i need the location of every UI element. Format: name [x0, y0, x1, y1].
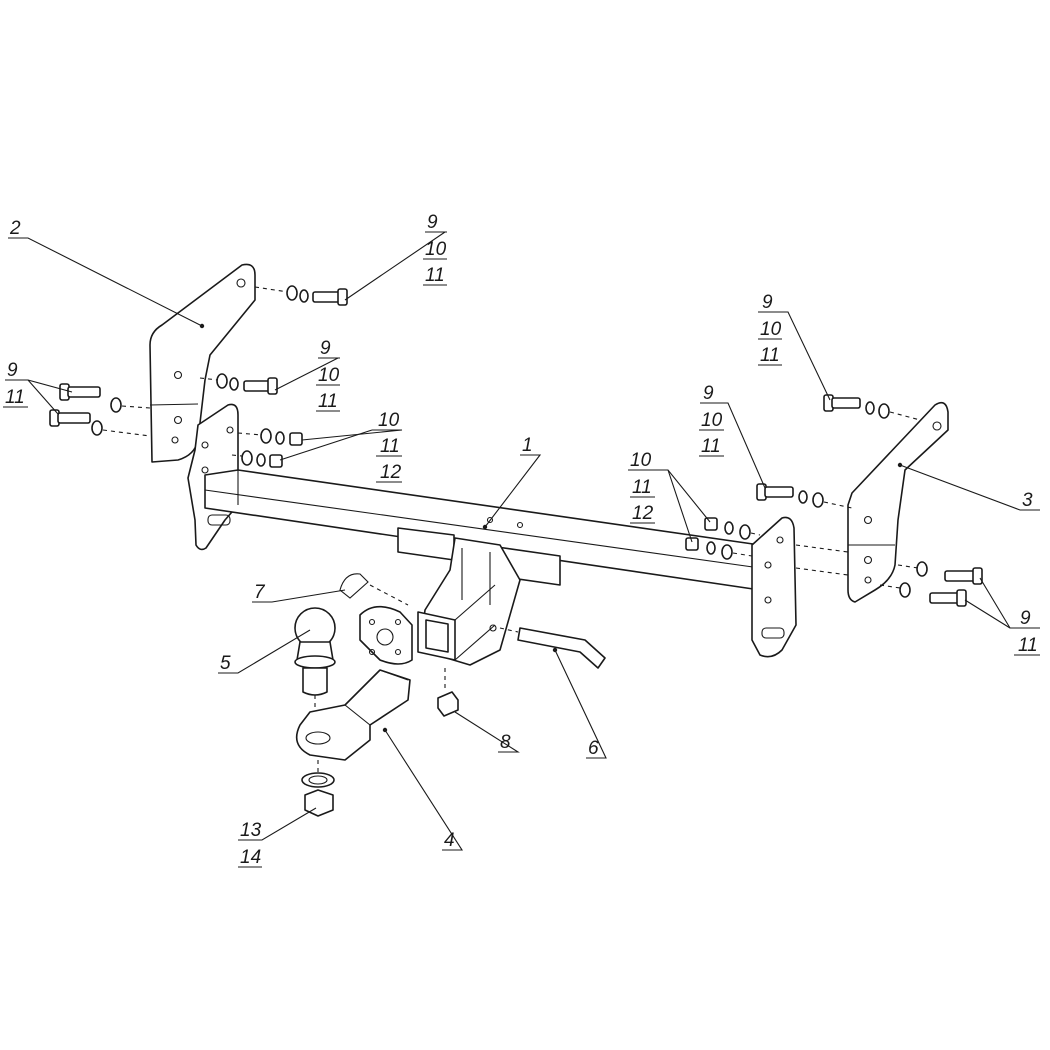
socket-plate	[359, 605, 413, 665]
callout-10: 10	[760, 319, 782, 340]
tow-ball-part-5	[294, 607, 336, 725]
callout-11: 11	[380, 436, 400, 457]
callout-9: 9	[7, 360, 18, 381]
right-end-plate	[751, 516, 797, 658]
callout-11: 11	[5, 387, 25, 408]
spring-clip-part-7	[339, 573, 409, 606]
bolt-set-top-right	[823, 394, 921, 421]
callout-11: 11	[701, 436, 721, 457]
callout-10: 10	[425, 239, 447, 260]
receiver-hitch	[417, 537, 521, 666]
callout-9: 9	[320, 338, 331, 359]
nut-set-left	[231, 428, 303, 468]
callout-4: 4	[444, 830, 455, 851]
callout-14: 14	[240, 847, 261, 868]
hitch-pin-part-6	[499, 627, 606, 669]
callout-9: 9	[762, 292, 773, 313]
right-bracket-part-3	[847, 401, 949, 603]
bolt-set-mid-left	[199, 373, 278, 395]
callout-stack-lower-right: 9 11	[1010, 608, 1040, 656]
callout-8: 8	[500, 732, 511, 753]
callout-2: 2	[9, 218, 21, 239]
bolt-set-far-left	[49, 383, 151, 437]
nut-set-right	[685, 517, 761, 560]
callout-11: 11	[632, 477, 652, 498]
washer-nut-part-13-14	[301, 760, 335, 817]
callout-stack-mid-left: 9 10 11	[316, 338, 340, 412]
main-crossbeam-part-1	[204, 469, 761, 591]
callout-10: 10	[701, 410, 723, 431]
callout-stack-top-right: 9 10 11	[758, 292, 782, 366]
callout-3: 3	[1022, 490, 1033, 511]
bolt-set-top-center	[254, 285, 348, 306]
bolt-set-lower-right	[795, 544, 983, 607]
bolt-part-8	[437, 668, 459, 717]
ball-mount-part-4	[295, 669, 411, 761]
callout-10: 10	[630, 450, 652, 471]
callout-12: 12	[380, 462, 402, 483]
callout-13: 13	[240, 820, 262, 841]
callout-stack-right-nuts: 10 11 12	[628, 450, 655, 524]
callout-1: 1	[522, 435, 533, 456]
callout-9: 9	[427, 212, 438, 233]
callout-9: 9	[703, 383, 714, 404]
callout-11: 11	[425, 265, 445, 286]
callout-stack-left-nuts: 10 11 12	[374, 410, 402, 483]
callout-labels: 2 3 1 4 5 6 7 8 9 10 11 9 10	[3, 212, 1040, 868]
callout-5: 5	[220, 653, 231, 674]
callout-6: 6	[588, 738, 599, 759]
callout-11: 11	[760, 345, 780, 366]
callout-10: 10	[318, 365, 340, 386]
callout-12: 12	[632, 503, 654, 524]
callout-stack-mid-right: 9 10 11	[699, 383, 724, 457]
callout-10: 10	[378, 410, 400, 431]
callout-stack-ball-nut: 13 14	[238, 820, 262, 868]
callout-stack-top-center: 9 10 11	[423, 212, 447, 286]
bolt-set-mid-right	[756, 483, 853, 509]
callout-9: 9	[1020, 608, 1031, 629]
callout-stack-far-left: 9 11	[3, 360, 28, 408]
callout-11: 11	[1018, 635, 1038, 656]
callout-7: 7	[254, 582, 266, 603]
callout-11: 11	[318, 391, 338, 412]
